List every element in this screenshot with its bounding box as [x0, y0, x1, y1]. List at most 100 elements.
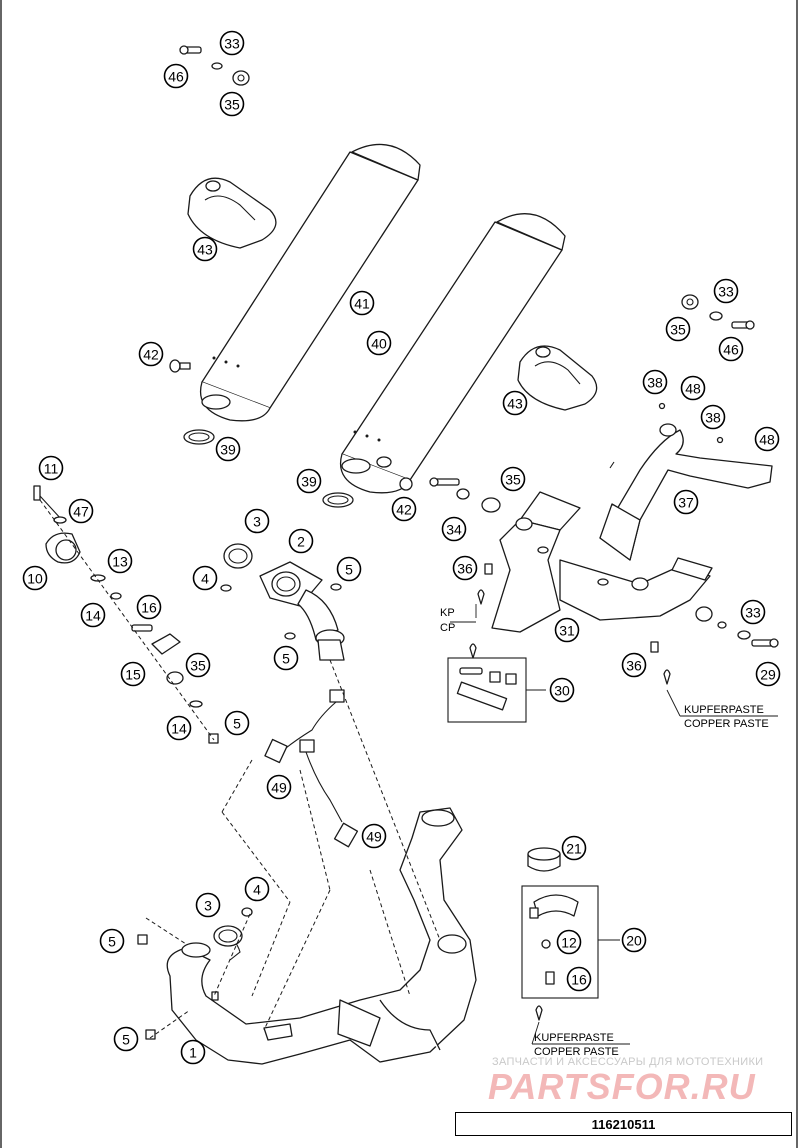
- callout-49: 49: [266, 774, 292, 800]
- callout-number: 48: [759, 432, 775, 448]
- callout-number: 5: [233, 716, 241, 732]
- o2-sensors: [264, 689, 359, 848]
- callout-3: 3: [244, 508, 270, 534]
- callout-41: 41: [349, 290, 375, 316]
- callout-number: 42: [143, 347, 159, 363]
- callout-number: 16: [571, 972, 587, 988]
- right-muffler-bracket: [517, 345, 598, 411]
- callout-number: 33: [718, 284, 734, 300]
- rear-manifold: [491, 491, 713, 633]
- callout-5: 5: [336, 556, 362, 582]
- callout-35: 35: [500, 466, 526, 492]
- leader-lines: [450, 604, 778, 1045]
- callout-49: 49: [361, 823, 387, 849]
- callout-35: 35: [185, 652, 211, 678]
- callout-number: 12: [561, 935, 577, 951]
- rear-bolt-set: [695, 606, 779, 648]
- callout-10: 10: [22, 565, 48, 591]
- callout-number: 2: [297, 534, 305, 550]
- top-fastener-set: [179, 45, 250, 86]
- callout-43: 43: [502, 390, 528, 416]
- callout-4: 4: [244, 876, 270, 902]
- callout-4: 4: [192, 565, 218, 591]
- callout-number: 39: [220, 442, 236, 458]
- callout-35: 35: [219, 91, 245, 117]
- callout-number: 35: [224, 97, 240, 113]
- callout-38: 38: [642, 369, 668, 395]
- callout-number: 35: [670, 322, 686, 338]
- callout-number: 31: [559, 623, 575, 639]
- lower-flange-set: [137, 907, 253, 1040]
- callout-number: 38: [647, 375, 663, 391]
- sensor-mount-stack: [33, 485, 219, 744]
- callout-37: 37: [673, 489, 699, 515]
- repair-kit-box: [447, 657, 527, 723]
- callout-42: 42: [138, 341, 164, 367]
- callout-36: 36: [452, 555, 478, 581]
- cp-label: CP: [440, 622, 455, 634]
- callout-number: 5: [345, 562, 353, 578]
- callout-number: 15: [125, 667, 141, 683]
- callout-34: 34: [441, 516, 467, 542]
- callout-number: 14: [85, 608, 101, 624]
- callout-33: 33: [713, 278, 739, 304]
- callout-33: 33: [219, 30, 245, 56]
- header-pipe: [166, 807, 477, 1065]
- part-number: 116210511: [455, 1112, 792, 1136]
- copper-paste-note-right: COPPER PASTE: [684, 718, 769, 730]
- callout-number: 46: [723, 342, 739, 358]
- callout-number: 30: [554, 683, 570, 699]
- right-clamp-parts: [322, 477, 413, 508]
- callout-number: 5: [282, 651, 290, 667]
- callout-number: 48: [685, 381, 701, 397]
- callout-5: 5: [273, 645, 299, 671]
- assembly-lines: [145, 659, 441, 1039]
- callout-5: 5: [113, 1026, 139, 1052]
- callout-number: 16: [141, 600, 157, 616]
- callout-number: 3: [253, 514, 261, 530]
- callout-number: 41: [354, 296, 370, 312]
- callout-47: 47: [68, 498, 94, 524]
- callout-number: 3: [204, 898, 212, 914]
- callout-42: 42: [391, 496, 417, 522]
- callout-number: 36: [457, 561, 473, 577]
- front-flange-set: [220, 543, 345, 661]
- callout-16: 16: [566, 966, 592, 992]
- callout-35: 35: [665, 316, 691, 342]
- callout-number: 43: [197, 242, 213, 258]
- callout-number: 38: [705, 410, 721, 426]
- callout-29: 29: [755, 661, 781, 687]
- screws-with-paste: [469, 563, 671, 1021]
- top-right-fastener-set: [681, 294, 755, 330]
- callout-number: 40: [371, 336, 387, 352]
- kupferpaste-note-bottom: KUPFERPASTE: [534, 1032, 614, 1044]
- callout-2: 2: [288, 528, 314, 554]
- callout-48: 48: [680, 375, 706, 401]
- callout-43: 43: [192, 236, 218, 262]
- callout-5: 5: [224, 710, 250, 736]
- callout-number: 1: [189, 1045, 197, 1061]
- callout-number: 36: [626, 658, 642, 674]
- left-muffler: [200, 143, 421, 422]
- callout-33: 33: [740, 599, 766, 625]
- callout-11: 11: [38, 455, 64, 481]
- callout-number: 29: [760, 667, 776, 683]
- callout-20: 20: [621, 927, 647, 953]
- callout-13: 13: [107, 548, 133, 574]
- callout-number: 47: [73, 504, 89, 520]
- callout-46: 46: [163, 63, 189, 89]
- muffler-holder: [599, 402, 773, 561]
- callout-number: 4: [201, 571, 209, 587]
- left-muffler-bracket: [187, 177, 277, 249]
- callout-39: 39: [215, 436, 241, 462]
- callout-number: 34: [446, 522, 462, 538]
- callout-16: 16: [136, 594, 162, 620]
- left-clamp-parts: [169, 359, 215, 445]
- kp-label: KP: [440, 607, 455, 619]
- callout-number: 11: [44, 461, 59, 477]
- callout-14: 14: [80, 602, 106, 628]
- callout-number: 10: [27, 571, 43, 587]
- callout-46: 46: [718, 336, 744, 362]
